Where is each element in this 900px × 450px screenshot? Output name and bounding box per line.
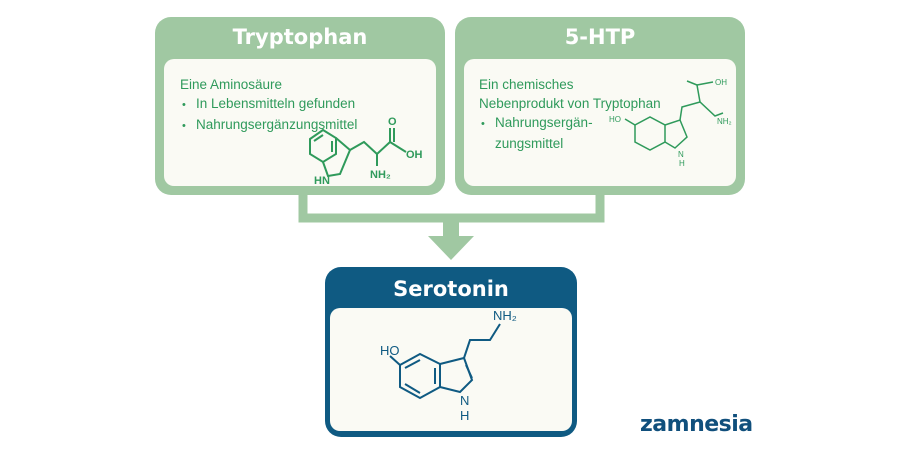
serotonin-title: Serotonin <box>393 277 509 301</box>
5htp-intro-line: Ein chemisches <box>479 77 574 92</box>
nh2-label: NH₂ <box>493 308 517 323</box>
n-label: N <box>460 393 469 408</box>
zamnesia-logo: zamnesia <box>640 412 753 437</box>
nh2-label: NH₂ <box>717 117 732 126</box>
5htp-description: Ein chemisches Nebenprodukt von Tryptoph… <box>479 75 661 153</box>
tryptophan-intro: Eine Aminosäure <box>180 77 283 92</box>
oh-label: OH <box>406 149 423 161</box>
hn-label: HN <box>314 175 330 187</box>
serotonin-molecule: HO NH₂ N H <box>380 308 517 423</box>
tryptophan-bullet: In Lebensmitteln gefunden <box>180 94 357 115</box>
serotonin-panel <box>330 308 572 431</box>
5htp-bullet: Nahrungsergän- <box>479 113 661 134</box>
5htp-molecule: HO OH NH₂ N H <box>609 78 732 168</box>
ho-label: HO <box>609 115 621 124</box>
ho-label: HO <box>380 343 400 358</box>
oh-label: OH <box>715 78 727 87</box>
h-label: H <box>460 408 469 423</box>
5htp-title: 5-HTP <box>564 25 636 49</box>
o-label: O <box>388 116 397 128</box>
5htp-bullet-continued: zungsmittel <box>495 136 564 151</box>
h-label: H <box>679 159 685 168</box>
n-label: N <box>678 150 684 159</box>
tryptophan-title: Tryptophan <box>232 25 368 49</box>
tryptophan-molecule: HN NH₂ O OH <box>309 116 423 187</box>
tryptophan-bullet: Nahrungsergänzungsmittel <box>180 115 357 136</box>
5htp-intro-line: Nebenprodukt von Tryptophan <box>479 96 661 111</box>
tryptophan-description: Eine Aminosäure In Lebensmitteln gefunde… <box>180 75 357 136</box>
serotonin-card: Serotonin <box>325 267 577 437</box>
nh2-label: NH₂ <box>370 169 391 181</box>
